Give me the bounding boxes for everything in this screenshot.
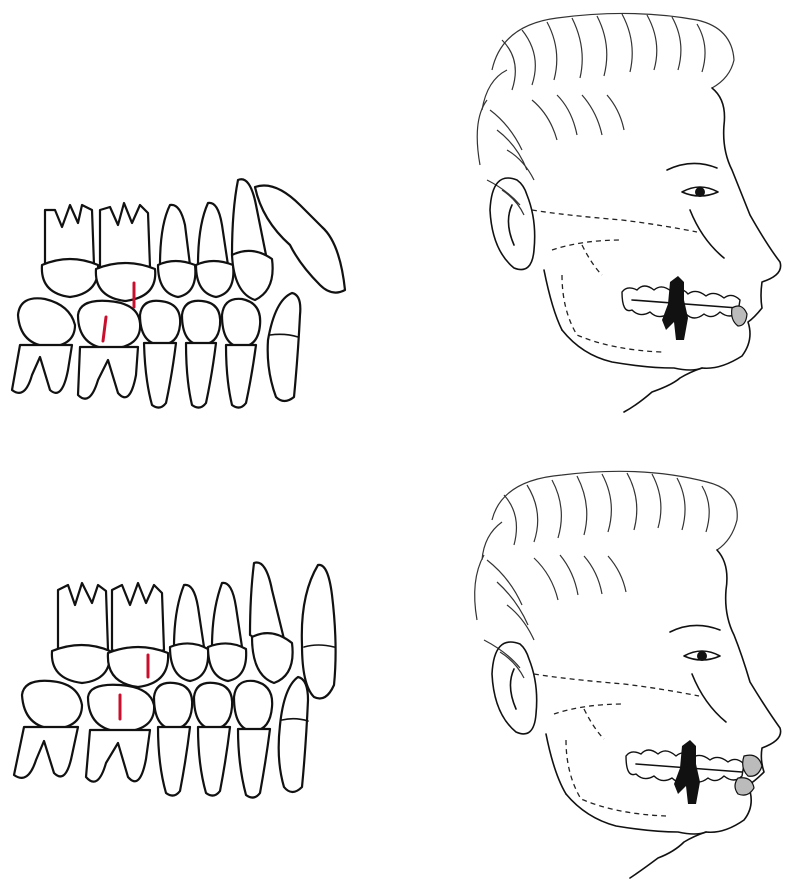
lower-premolar-1	[140, 301, 180, 408]
brow	[670, 625, 720, 632]
ear	[492, 642, 537, 734]
upper-incisor	[302, 565, 336, 699]
upper-premolar-1	[158, 205, 195, 297]
eye	[682, 187, 718, 197]
lower-molar-1	[12, 298, 75, 393]
lower-incisor	[268, 293, 301, 401]
head-profile-top	[462, 0, 788, 420]
face-outline	[630, 550, 781, 878]
lower-canine	[234, 681, 272, 798]
upper-premolar-1	[170, 585, 208, 681]
ear	[490, 178, 535, 270]
upper-molar-2	[96, 203, 155, 301]
brow	[667, 163, 717, 170]
lower-incisor	[279, 677, 308, 792]
eye	[684, 651, 720, 661]
lower-canine	[222, 299, 260, 408]
upper-molar-1	[52, 583, 110, 683]
face-outline	[624, 88, 781, 412]
dental-arch-diagram-top	[0, 165, 350, 415]
lower-premolar-1	[154, 683, 192, 796]
upper-molar-2	[108, 583, 168, 687]
skull-outline	[534, 674, 699, 816]
dental-arch-diagram-bottom	[0, 555, 350, 805]
lower-molar-2	[78, 301, 140, 399]
cheek-line	[692, 674, 726, 722]
hair	[475, 471, 738, 678]
hair	[477, 13, 734, 215]
lower-premolar-2	[182, 301, 220, 408]
head-profile-bottom	[462, 460, 788, 881]
neck-back	[544, 270, 562, 330]
shaded-incisor	[743, 755, 762, 776]
shaded-lower-incisor	[735, 778, 754, 795]
upper-premolar-2	[208, 583, 246, 681]
upper-molar-1	[42, 205, 98, 297]
upper-premolar-2	[196, 203, 233, 297]
occlusion-teeth	[622, 276, 747, 340]
lower-premolar-2	[194, 683, 232, 796]
neck-back	[546, 734, 566, 794]
lower-molar-1	[14, 681, 82, 778]
cheek-line	[690, 210, 724, 258]
occlusion-teeth	[626, 740, 762, 804]
shaded-incisor	[732, 306, 747, 326]
upper-canine	[250, 563, 293, 683]
